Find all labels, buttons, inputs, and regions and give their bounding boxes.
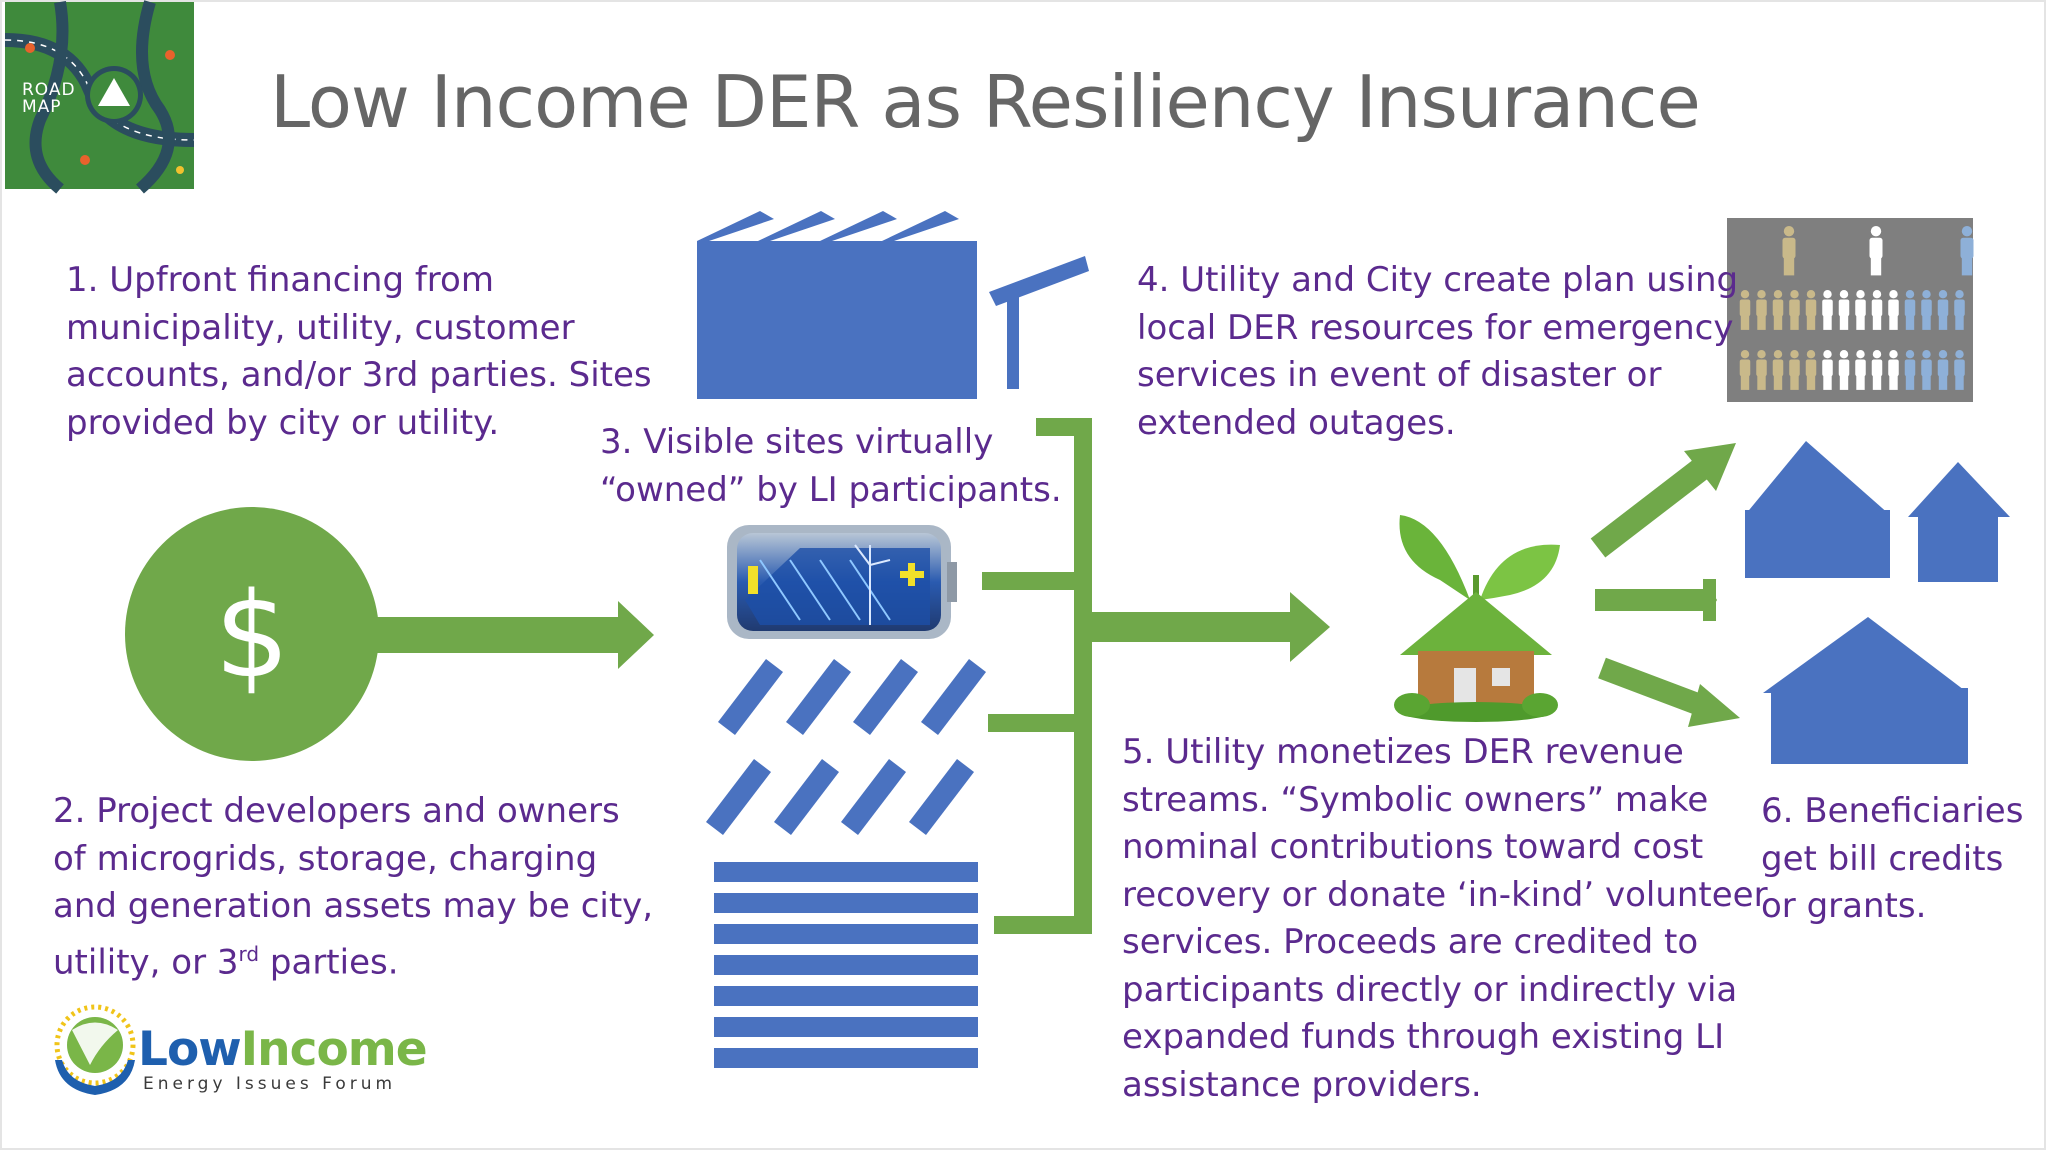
person-icon bbox=[1921, 290, 1932, 330]
person-icon bbox=[1904, 290, 1916, 330]
step3-line: “owned” by LI participants. bbox=[600, 469, 1062, 510]
green-house-icon bbox=[1394, 515, 1560, 722]
battery-icon bbox=[727, 525, 957, 639]
step2-line4-post: parties. bbox=[259, 941, 399, 982]
step1-line: municipality, utility, customer bbox=[66, 307, 575, 348]
solar-panel-array-icon bbox=[706, 659, 986, 835]
person-icon bbox=[1772, 350, 1784, 390]
low-income-logo-icon bbox=[54, 1004, 136, 1095]
person-icon bbox=[1789, 290, 1800, 330]
step2-line: utility, or 3rd parties. bbox=[53, 931, 653, 987]
person-icon bbox=[1888, 350, 1899, 390]
person-icon bbox=[1960, 226, 1974, 276]
person-icon bbox=[1855, 290, 1866, 330]
person-icon bbox=[1937, 290, 1949, 330]
step1-line: provided by city or utility. bbox=[66, 402, 500, 443]
roadmap-label: ROAD MAP bbox=[22, 82, 76, 116]
person-icon bbox=[1888, 290, 1899, 330]
step6-text: 6. Beneficiaries get bill credits or gra… bbox=[1761, 788, 2023, 931]
factory-icon bbox=[697, 211, 977, 399]
roadmap-label-line2: MAP bbox=[22, 97, 62, 117]
person-icon bbox=[1739, 350, 1751, 390]
step4-line: 4. Utility and City create plan using bbox=[1137, 260, 1739, 300]
step5-line: expanded funds through existing LI bbox=[1122, 1017, 1725, 1057]
logo-name-part2: Income bbox=[240, 1022, 428, 1077]
house-icon bbox=[1745, 441, 1890, 578]
logo-name-part1: Low bbox=[138, 1022, 242, 1077]
person-icon bbox=[1954, 290, 1965, 330]
step6-line: or grants. bbox=[1761, 886, 1927, 926]
step1-line: accounts, and/or 3rd parties. Sites bbox=[66, 355, 652, 395]
step3-text: 3. Visible sites virtually “owned” by LI… bbox=[600, 419, 1062, 514]
person-icon bbox=[1869, 226, 1883, 276]
person-icon bbox=[1855, 350, 1866, 390]
step5-line: streams. “Symbolic owners” make bbox=[1122, 779, 1709, 820]
person-icon bbox=[1871, 350, 1883, 390]
step3-line: 3. Visible sites virtually bbox=[600, 422, 994, 462]
step4-line: services in event of disaster or bbox=[1137, 355, 1662, 395]
person-icon bbox=[1805, 290, 1817, 330]
slide-title: Low Income DER as Resiliency Insurance bbox=[270, 60, 1701, 144]
arrow-to-assets bbox=[370, 601, 654, 669]
step2-line: 2. Project developers and owners bbox=[53, 791, 620, 831]
person-icon bbox=[1756, 350, 1767, 390]
roadmap-label-line1: ROAD bbox=[22, 80, 76, 100]
step2-line: of microgrids, storage, charging bbox=[53, 838, 598, 879]
step2-line4-pre: utility, or 3 bbox=[53, 941, 239, 982]
person-icon bbox=[1954, 350, 1965, 390]
person-icon bbox=[1937, 350, 1949, 390]
arrow-down-right bbox=[1598, 657, 1740, 727]
person-icon bbox=[1782, 226, 1796, 276]
person-icon bbox=[1904, 350, 1916, 390]
step6-line: 6. Beneficiaries bbox=[1761, 791, 2024, 831]
step4-line: local DER resources for emergency bbox=[1137, 307, 1734, 348]
arrow-right bbox=[1595, 577, 1717, 623]
person-icon bbox=[1756, 290, 1767, 330]
person-icon bbox=[1822, 290, 1833, 330]
person-icon bbox=[1822, 350, 1833, 390]
dollar-circle-icon bbox=[125, 507, 379, 761]
step5-text: 5. Utility monetizes DER revenue streams… bbox=[1122, 729, 1768, 1109]
bracket-connector bbox=[982, 418, 1330, 934]
wind-turbine-icon bbox=[989, 256, 1089, 389]
step5-line: assistance providers. bbox=[1122, 1064, 1482, 1105]
step5-line: 5. Utility monetizes DER revenue bbox=[1122, 732, 1684, 772]
person-icon bbox=[1739, 290, 1751, 330]
step4-line: extended outages. bbox=[1137, 402, 1456, 443]
step2-line: and generation assets may be city, bbox=[53, 886, 654, 926]
step1-text: 1. Upfront financing from municipality, … bbox=[66, 257, 652, 447]
people-group-icon bbox=[1727, 218, 1974, 402]
person-icon bbox=[1805, 350, 1817, 390]
person-icon bbox=[1871, 290, 1883, 330]
person-icon bbox=[1772, 290, 1784, 330]
logo-subtitle: Energy Issues Forum bbox=[143, 1074, 397, 1094]
person-icon bbox=[1838, 350, 1850, 390]
logo-name: LowIncome bbox=[138, 1022, 428, 1077]
step4-text: 4. Utility and City create plan using lo… bbox=[1137, 257, 1738, 447]
person-icon bbox=[1838, 290, 1850, 330]
house-icon bbox=[1908, 462, 2010, 582]
step6-line: get bill credits bbox=[1761, 838, 2004, 879]
step2-line4-sup: rd bbox=[238, 941, 260, 966]
step1-line: 1. Upfront financing from bbox=[66, 260, 494, 300]
step5-line: participants directly or indirectly via bbox=[1122, 969, 1738, 1010]
step5-line: recovery or donate ‘in-kind’ volunteer bbox=[1122, 874, 1768, 915]
step5-line: services. Proceeds are credited to bbox=[1122, 922, 1699, 962]
person-icon bbox=[1921, 350, 1932, 390]
house-icon bbox=[1763, 617, 1968, 764]
step5-line: nominal contributions toward cost bbox=[1122, 827, 1704, 867]
roadmap-icon bbox=[4, 0, 195, 194]
arrow-up-right bbox=[1590, 443, 1736, 558]
building-stripes-icon bbox=[714, 862, 978, 1068]
person-icon bbox=[1789, 350, 1800, 390]
step2-text: 2. Project developers and owners of micr… bbox=[53, 788, 653, 986]
dollar-symbol: $ bbox=[214, 566, 290, 704]
